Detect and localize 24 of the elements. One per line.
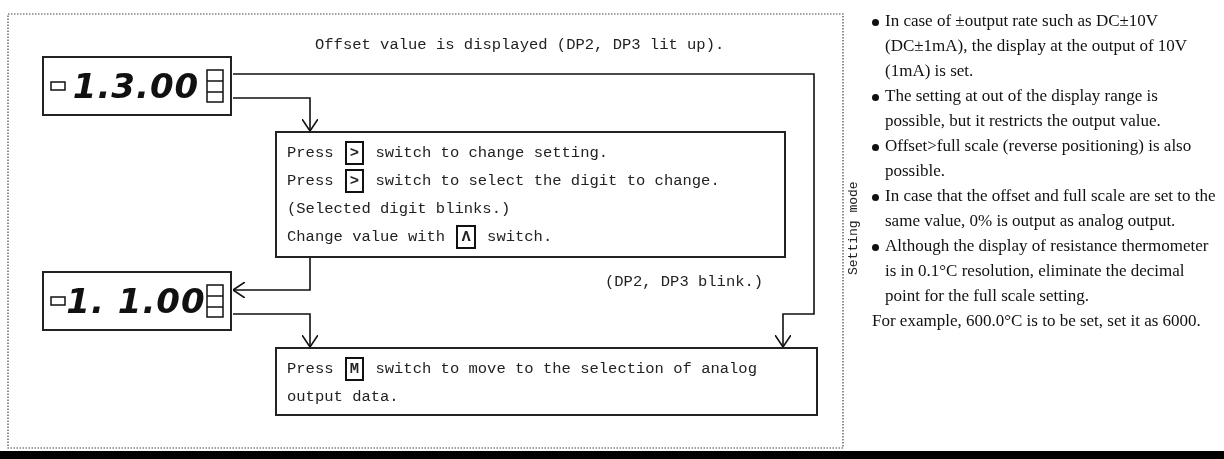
edge-note: (DP2, DP3 blink.) [605,273,764,291]
vertical-label: Setting mode [846,181,861,275]
display-readout: 1. 1.00 [66,281,206,321]
note-text: For example, 600.0°C is to be set, set it as 6000. [872,311,1201,330]
instruction-text: Press > switch to change setting. [287,139,774,167]
note-text: Although the display of resistance thermometer is in 0.1°C resolution, eliminate the decimal point for the full scale setting. [885,236,1209,305]
instruction-text: Press > switch to select the digit to change. [287,167,774,195]
arrow [232,257,311,299]
note-text: In case that the offset and full scale are set to the same value, 0% is output as analog output. [885,186,1216,230]
note-text: Offset>full scale (reverse positioning) is also possible. [885,136,1192,180]
note-text: In case of ±output rate such as DC±10V (DC±1mA), the display at the output of 10V (1mA) is set. [885,11,1187,80]
display-readout: 1.3.00 [72,66,200,106]
arrow [232,73,815,348]
edge-note: Offset value is displayed (DP2, DP3 lit up). [315,36,725,54]
display-panel [42,56,232,116]
instruction-box [275,131,786,258]
arrow [232,97,319,132]
display-panel [42,271,232,331]
arrow [232,313,319,348]
instruction-box [275,347,818,416]
instruction-text: (Selected digit blinks.) [287,199,512,220]
instruction-text: Change value with Λ switch. [287,223,774,251]
instruction-text: Press M switch to move to the selection of analog output data. [287,355,806,411]
note-text: The setting at out of the display range is possible, but it restricts the output value. [885,86,1161,130]
